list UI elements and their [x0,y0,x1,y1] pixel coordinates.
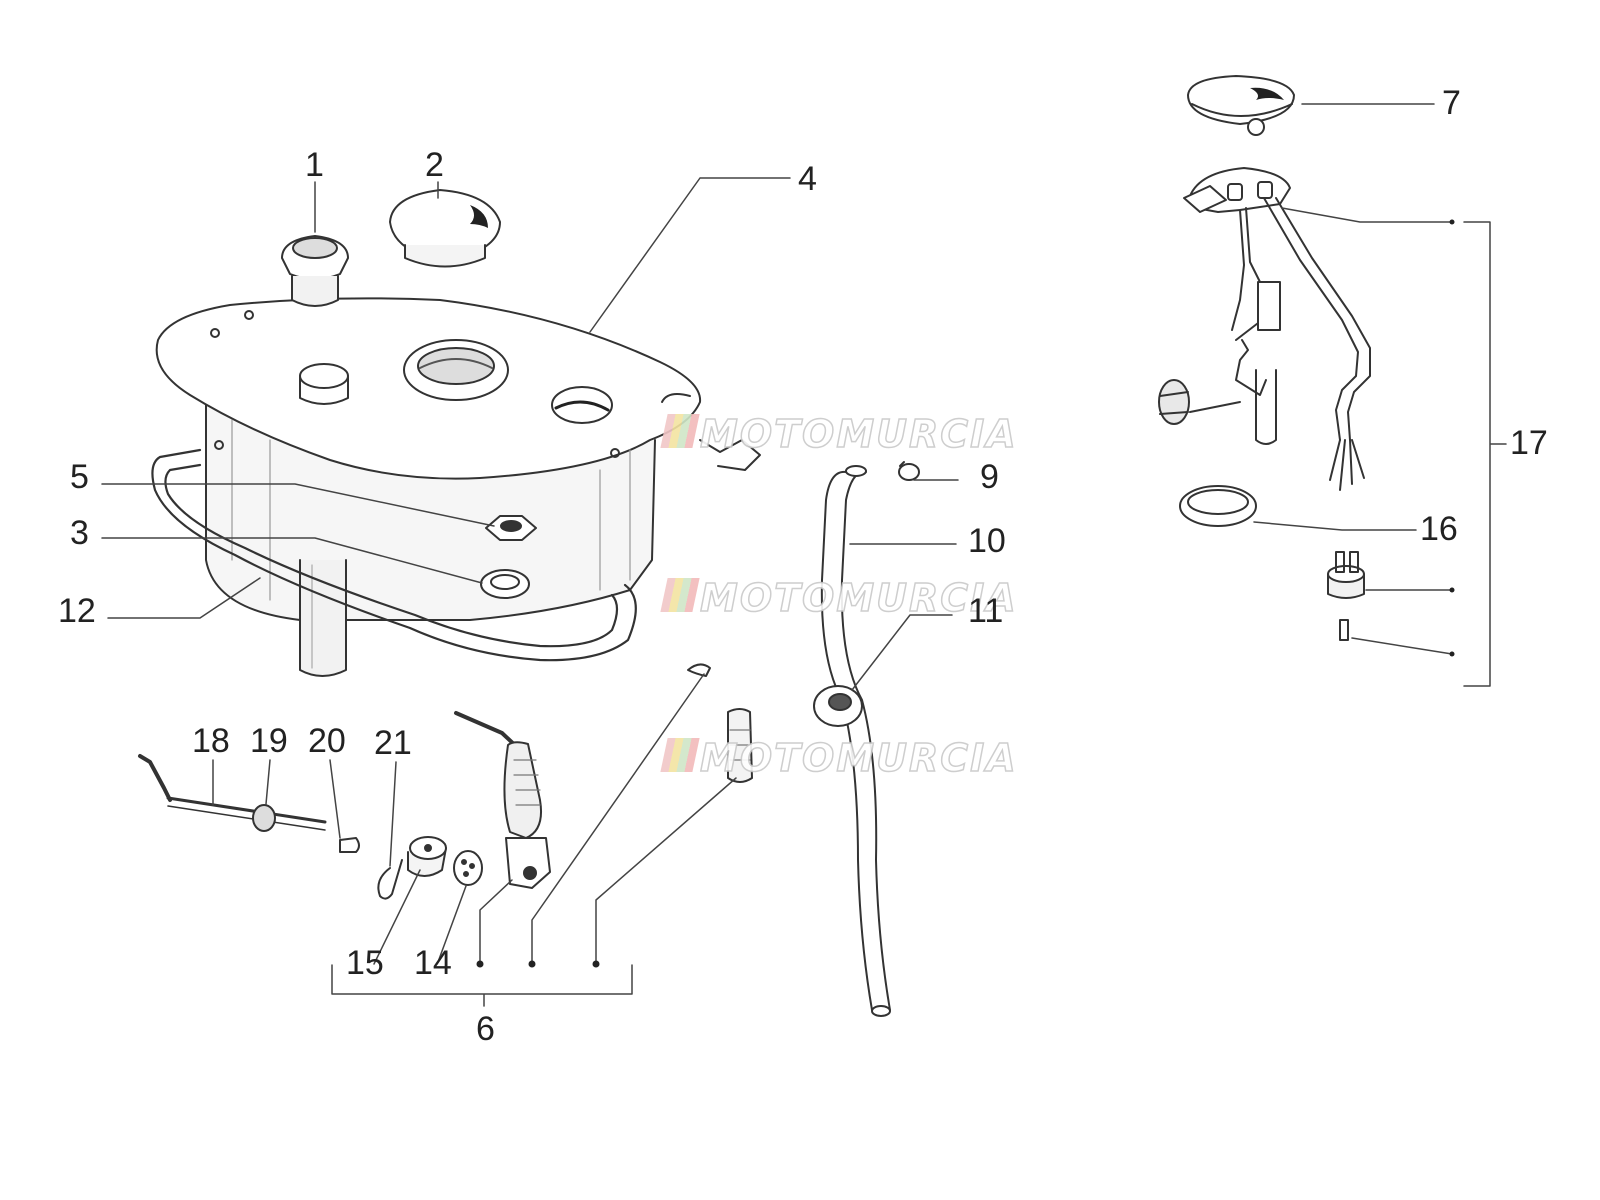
callout-12: 12 [58,592,96,630]
callout-20: 20 [308,722,346,760]
washer [480,569,530,599]
split-pin [377,859,403,900]
callout-9: 9 [980,458,999,496]
sender-connector [1327,551,1365,599]
grommet [813,685,863,727]
callout-19: 19 [250,722,288,760]
fuel-tank [155,297,761,677]
rod-nut [252,804,276,832]
filler-neck-part [281,235,349,307]
nut [485,515,537,541]
filter-disc [453,850,483,886]
callout-18: 18 [192,722,230,760]
callout-21: 21 [374,724,412,762]
fuel-tap [454,711,551,889]
sender-cover [1187,75,1295,136]
tank-cap [389,189,501,268]
callout-6: 6 [476,1010,495,1048]
sender-gasket [1179,485,1257,527]
tap-control-rod [138,754,327,831]
watermark-logo: MOTOMURCIA [699,735,1018,781]
callout-2: 2 [425,146,444,184]
callout-5: 5 [70,458,89,496]
callout-1: 1 [305,146,324,184]
callout-15: 15 [346,944,384,982]
leader-lines [101,103,1507,1007]
watermark-logo: MOTOMURCIA [699,411,1018,457]
tap-cap [407,836,447,877]
callout-17: 17 [1510,424,1548,462]
fuel-level-sender [1158,167,1371,491]
small-clip [687,663,711,677]
hose-clamp [898,461,920,481]
leader-dots [476,219,1455,968]
callout-14: 14 [414,944,452,982]
tank-seal-ring [151,448,637,662]
callout-16: 16 [1420,510,1458,548]
sender-pin [1339,619,1349,641]
callout-11: 11 [968,592,1004,630]
rod-tip [339,837,360,853]
watermark-logo: MOTOMURCIA [699,575,1018,621]
callout-7: 7 [1442,84,1461,122]
callout-4: 4 [798,160,817,198]
callout-3: 3 [70,514,89,552]
callout-10: 10 [968,522,1006,560]
